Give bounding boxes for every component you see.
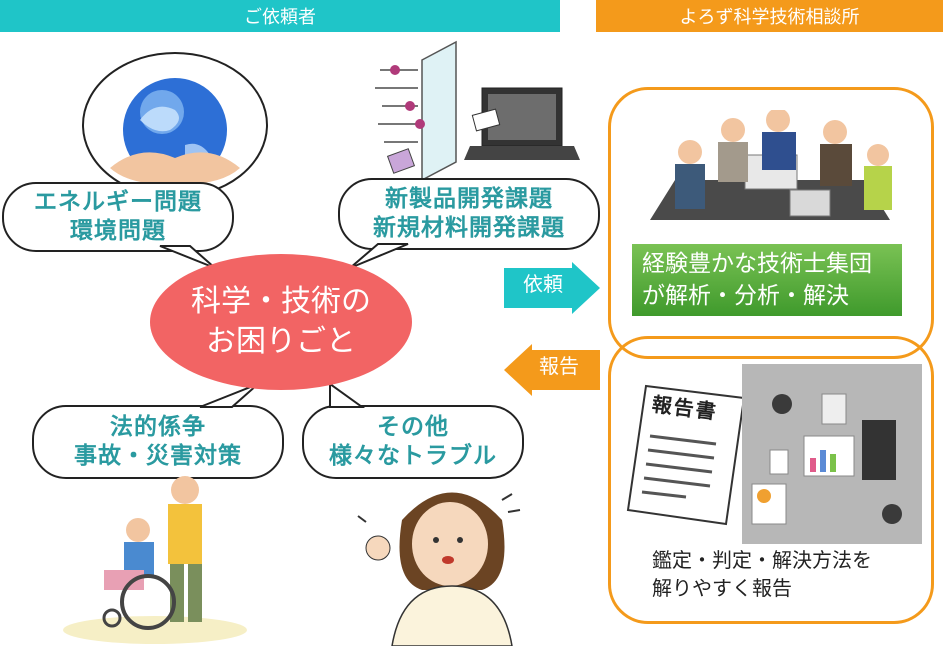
energy-line-1: エネルギー問題 xyxy=(34,189,202,215)
desk-meeting-icon xyxy=(742,364,922,544)
report-label: 報告 xyxy=(539,354,579,378)
bubble-tails xyxy=(159,243,409,408)
client-header: ご依頼者 xyxy=(0,0,560,32)
request-arrow xyxy=(504,262,600,314)
report-box xyxy=(608,336,934,624)
new-product-line-1: 新製品開発課題 xyxy=(385,186,553,212)
consultancy-header: よろず科学技術相談所 xyxy=(596,0,943,32)
report-arrow xyxy=(504,344,600,396)
new-product-line-2: 新規材料開発課題 xyxy=(373,215,565,241)
new-product-bubble: 新製品開発課題 新規材料開発課題 xyxy=(338,178,600,250)
energy-bubble: エネルギー問題 環境問題 xyxy=(2,182,234,252)
consultancy-header-label: よろず科学技術相談所 xyxy=(679,7,860,28)
client-header-label: ご依頼者 xyxy=(244,7,316,28)
other-line-1: その他 xyxy=(377,414,449,440)
request-label: 依頼 xyxy=(523,272,563,296)
other-bubble: その他 様々なトラブル xyxy=(302,405,524,479)
legal-line-2: 事故・災害対策 xyxy=(74,443,242,469)
energy-line-2: 環境問題 xyxy=(70,218,166,244)
team-label-line-2: が解析・分析・解決 xyxy=(642,283,849,309)
meeting-people-icon xyxy=(650,110,892,220)
laptop-shield-icon xyxy=(375,40,580,182)
wheelchair-people-icon xyxy=(63,476,247,644)
report-caption-line-2: 解りやすく報告 xyxy=(652,576,792,600)
globe-in-hands-icon xyxy=(82,52,268,198)
center-line-2: お困りごと xyxy=(206,324,356,359)
legal-line-1: 法的係争 xyxy=(110,414,206,440)
team-label: 経験豊かな技術士集団 が解析・分析・解決 xyxy=(632,244,902,316)
report-document-icon xyxy=(626,384,746,526)
report-caption: 鑑定・判定・解決方法を 解りやすく報告 xyxy=(652,546,872,602)
report-caption-line-1: 鑑定・判定・解決方法を xyxy=(652,548,872,572)
team-label-line-1: 経験豊かな技術士集団 xyxy=(642,251,872,277)
center-problem: 科学・技術の お困りごと xyxy=(150,254,412,390)
worried-person-icon xyxy=(357,492,521,646)
other-line-2: 様々なトラブル xyxy=(329,443,497,469)
team-box xyxy=(608,87,934,359)
center-line-1: 科学・技術の xyxy=(191,284,371,319)
legal-bubble: 法的係争 事故・災害対策 xyxy=(32,405,284,479)
